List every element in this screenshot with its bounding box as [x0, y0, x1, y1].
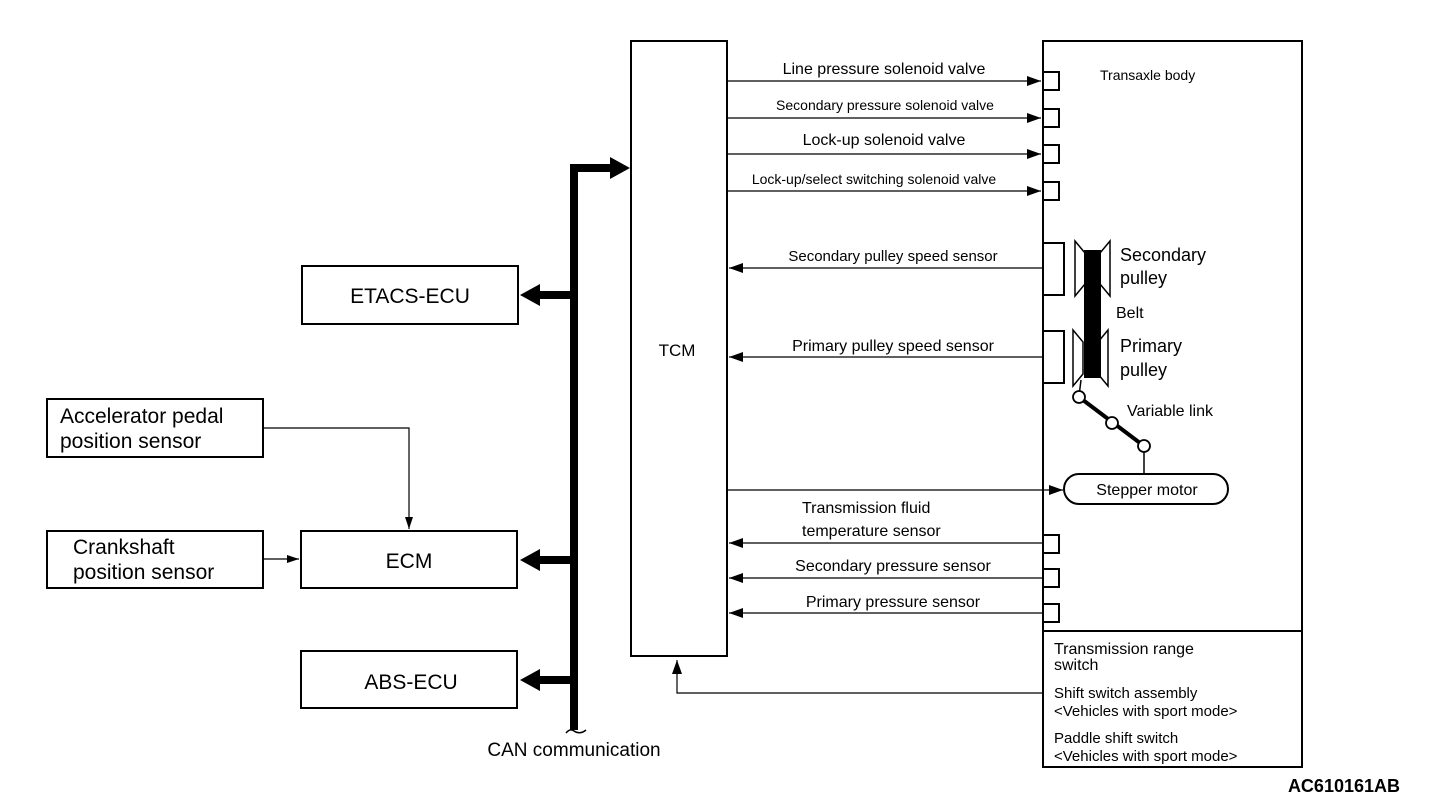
- accelerator-to-ecm-line: [263, 427, 413, 529]
- lockup-solenoid-label: Lock-up solenoid valve: [803, 132, 966, 149]
- pulley-belt-assembly: Secondary pulley Belt Primary pulley: [1072, 238, 1206, 389]
- accelerator-sensor-label-1: Accelerator pedal: [60, 405, 223, 428]
- etacs-ecu-box: [301, 265, 519, 325]
- can-bus: [520, 157, 630, 734]
- can-to-ecm-arrow: [520, 549, 540, 571]
- shift-switch-label-2: <Vehicles with sport mode>: [1054, 703, 1238, 720]
- lockup-select-solenoid-terminal: [1042, 181, 1060, 201]
- fluid-temp-label-2: temperature sensor: [802, 523, 941, 540]
- crankshaft-sensor-label-2: position sensor: [73, 561, 214, 584]
- range-switch-label-2: switch: [1054, 657, 1098, 674]
- secondary-pulley-label-2: pulley: [1120, 268, 1167, 288]
- can-to-tcm-arrow: [610, 157, 630, 179]
- paddle-switch-label-2: <Vehicles with sport mode>: [1054, 748, 1238, 765]
- primary-pressure-sensor-terminal: [1042, 603, 1060, 623]
- ecm-label: ECM: [386, 550, 433, 573]
- primary-pulley-label-1: Primary: [1120, 336, 1182, 356]
- secondary-pulley-label-1: Secondary: [1120, 245, 1206, 265]
- abs-ecu-box: [300, 650, 518, 709]
- can-label: CAN communication: [487, 740, 660, 761]
- transaxle-body-label: Transaxle body: [1100, 67, 1195, 83]
- primary-pulley-speed-label: Primary pulley speed sensor: [792, 338, 995, 355]
- etacs-ecu-label: ETACS-ECU: [350, 285, 470, 308]
- primary-pulley-sensor-bracket: [1043, 330, 1065, 384]
- primary-pulley-label-2: pulley: [1120, 360, 1167, 380]
- switch-group-box: [1042, 630, 1303, 768]
- variable-link-icon: [1072, 379, 1151, 473]
- output-solenoid-lines: Line pressure solenoid valve Secondary p…: [727, 61, 1060, 201]
- tcm-box: [630, 40, 728, 657]
- bus-break-symbol: [565, 729, 587, 734]
- secondary-pulley-sensor-bracket: [1043, 242, 1065, 296]
- secondary-pulley-speed-label: Secondary pulley speed sensor: [788, 248, 997, 265]
- crankshaft-sensor-label-1: Crankshaft: [73, 536, 175, 559]
- line-pressure-solenoid-label: Line pressure solenoid valve: [783, 61, 986, 78]
- fluid-temp-terminal: [1042, 534, 1060, 554]
- shift-switch-label-1: Shift switch assembly: [1054, 685, 1198, 702]
- secondary-pressure-sensor-label: Secondary pressure sensor: [795, 558, 991, 575]
- can-to-etacs-arrow: [520, 284, 540, 306]
- range-switch-label-1: Transmission range: [1054, 641, 1194, 658]
- belt-icon: [1084, 250, 1101, 378]
- can-to-abs-arrow: [520, 669, 540, 691]
- abs-ecu-label: ABS-ECU: [364, 671, 457, 694]
- fluid-temp-label-1: Transmission fluid: [802, 500, 930, 517]
- switches-to-tcm-line: [672, 660, 1043, 694]
- secondary-pressure-solenoid-label: Secondary pressure solenoid valve: [776, 97, 994, 113]
- belt-label: Belt: [1116, 305, 1144, 322]
- line-pressure-solenoid-terminal: [1042, 71, 1060, 91]
- pulley-speed-sensor-lines: Secondary pulley speed sensor Primary pu…: [729, 242, 1065, 384]
- primary-pressure-sensor-label: Primary pressure sensor: [806, 594, 981, 611]
- stepper-motor-label: Stepper motor: [1096, 482, 1198, 499]
- stepper-motor-box: [1063, 473, 1229, 505]
- lower-sensor-lines: Transmission fluid temperature sensor Se…: [729, 500, 1060, 623]
- lockup-solenoid-terminal: [1042, 144, 1060, 164]
- paddle-switch-label-1: Paddle shift switch: [1054, 730, 1178, 747]
- tcm-label: TCM: [659, 341, 696, 360]
- figure-id: AC610161AB: [1288, 776, 1400, 796]
- secondary-pressure-sensor-terminal: [1042, 568, 1060, 588]
- secondary-pressure-solenoid-terminal: [1042, 108, 1060, 128]
- lockup-select-solenoid-label: Lock-up/select switching solenoid valve: [752, 171, 997, 187]
- variable-link-label: Variable link: [1127, 403, 1214, 420]
- ecm-box: [300, 530, 518, 589]
- accelerator-sensor-label-2: position sensor: [60, 430, 201, 453]
